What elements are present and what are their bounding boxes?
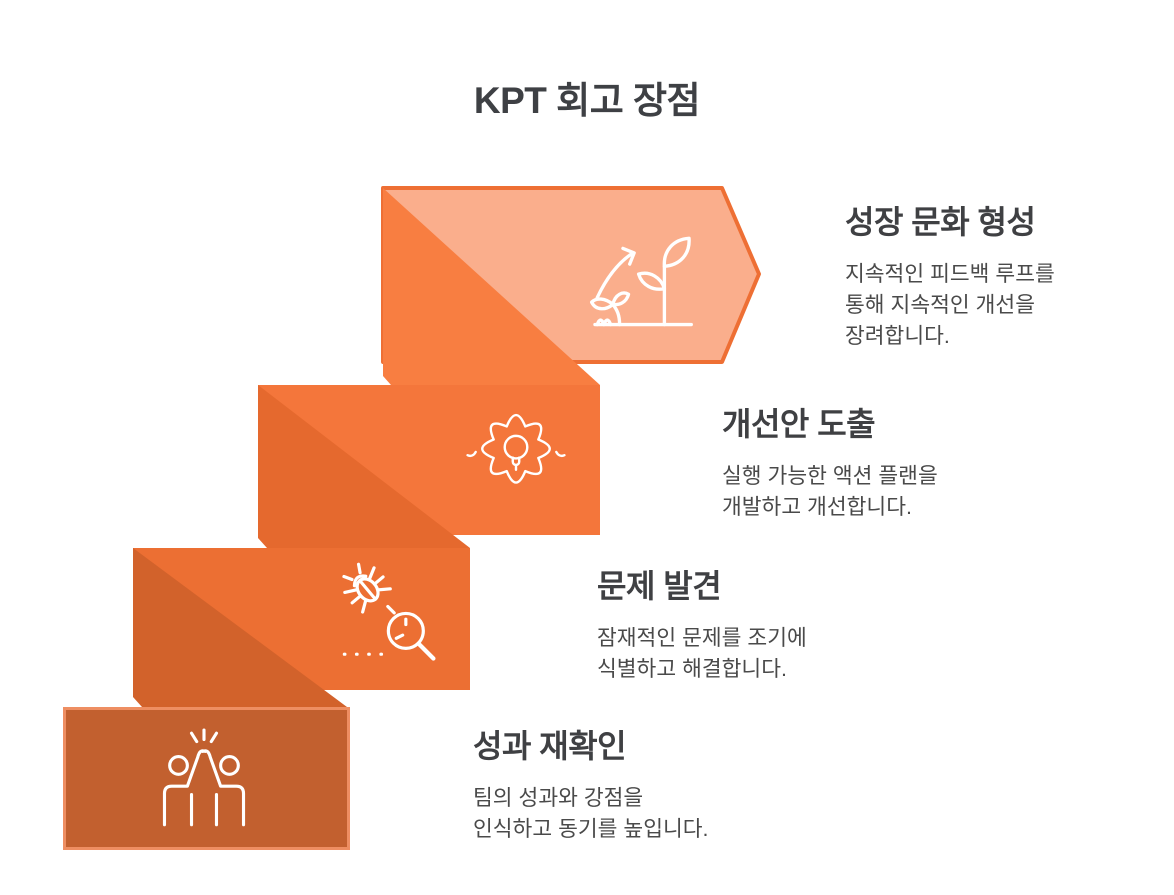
step-4-ribbon — [63, 707, 350, 850]
item-2-body: 실행 가능한 액션 플랜을 개발하고 개선합니다. — [722, 464, 938, 519]
item-1-body: 지속적인 피드백 루프를 통해 지속적인 개선을 장려합니다. — [845, 262, 1055, 348]
high-five-icon — [152, 728, 256, 832]
step-1-ribbon — [381, 186, 761, 385]
item-3-text: 문제 발견 잠재적인 문제를 조기에 식별하고 해결합니다. — [597, 561, 807, 685]
item-3-body: 잠재적인 문제를 조기에 식별하고 해결합니다. — [597, 626, 807, 681]
item-4-body: 팀의 성과와 강점을 인식하고 동기를 높입니다. — [473, 786, 709, 841]
step-3-ribbon — [133, 548, 470, 707]
item-1-heading: 성장 문화 형성 — [845, 204, 1036, 240]
bug-search-icon — [338, 562, 444, 668]
page-title: KPT 회고 장점 — [473, 80, 701, 121]
gear-lightbulb-icon — [466, 402, 566, 502]
item-4-heading: 성과 재확인 — [473, 728, 627, 764]
item-2-text: 개선안 도출 실행 가능한 액션 플랜을 개발하고 개선합니다. — [722, 399, 938, 523]
item-1-text: 성장 문화 형성 지속적인 피드백 루프를 통해 지속적인 개선을 장려합니다. — [845, 197, 1055, 352]
step-2-ribbon — [258, 385, 600, 548]
item-4-text: 성과 재확인 팀의 성과와 강점을 인식하고 동기를 높입니다. — [473, 721, 709, 845]
item-3-heading: 문제 발견 — [597, 568, 722, 604]
item-2-heading: 개선안 도출 — [722, 406, 876, 442]
growth-plant-icon — [583, 226, 701, 338]
